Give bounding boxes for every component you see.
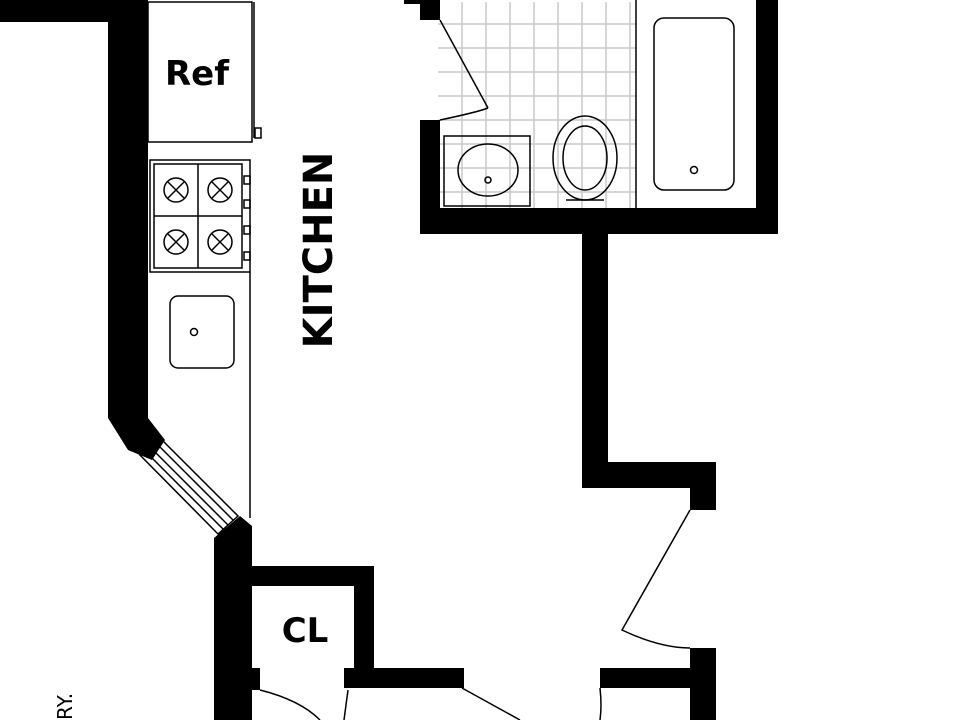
angled-window (138, 436, 240, 536)
entry-door-swing (620, 509, 691, 649)
closet-door-swing (259, 689, 321, 720)
closet: CL (214, 566, 602, 720)
bathroom-sink (443, 135, 531, 207)
closet-label: CL (282, 611, 329, 651)
edge-note-text: RY. (53, 693, 77, 720)
ref-label: Ref (165, 54, 230, 94)
burner-icon (207, 229, 233, 255)
burner-icon (163, 229, 189, 255)
tile-floor (438, 2, 636, 208)
left-exterior-wall (0, 0, 252, 720)
right-door-swing (599, 687, 602, 720)
kitchen-sink (169, 295, 235, 369)
bathroom-door-swing (439, 19, 489, 121)
burner-icon (163, 177, 189, 203)
bathtub (653, 17, 735, 191)
bathroom (404, 0, 778, 234)
toilet-icon (552, 115, 618, 201)
right-interior-wall (582, 226, 716, 720)
burner-icon (207, 177, 233, 203)
range-cooktop (149, 159, 251, 273)
hall-door-swing (461, 687, 521, 720)
kitchen-label: KITCHEN (296, 152, 342, 349)
refrigerator: Ref (147, 1, 262, 143)
